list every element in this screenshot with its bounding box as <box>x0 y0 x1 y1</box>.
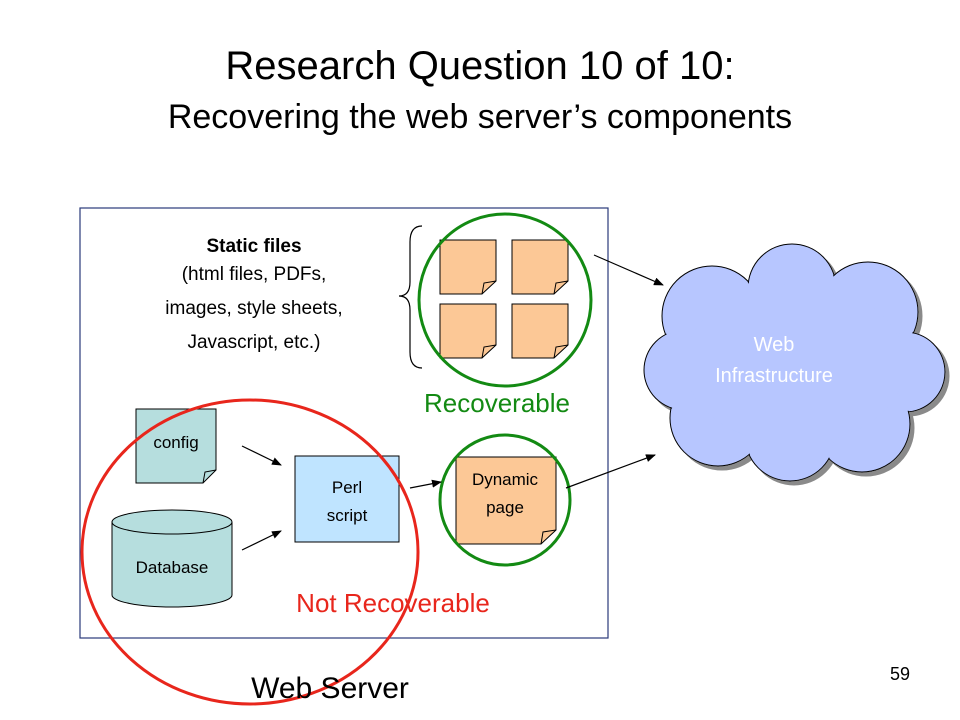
curly-brace <box>398 225 423 369</box>
slide-subtitle: Recovering the web server’s components <box>167 98 793 136</box>
web-infrastructure-cloud <box>643 243 946 482</box>
recoverable-circle-dynamic <box>438 433 572 567</box>
web-server-label: Web Server <box>251 672 409 705</box>
arrow-static-to-web <box>593 254 664 286</box>
static-files-heading: Static files <box>206 236 301 257</box>
not-recoverable-label: Not Recoverable <box>296 588 490 618</box>
web-infrastructure-line-2: Infrastructure <box>715 365 833 387</box>
static-files-line-3: Javascript, etc.) <box>187 332 320 353</box>
static-file-icon <box>511 303 569 359</box>
static-files-line-2: images, style sheets, <box>165 298 342 319</box>
config-label: config <box>153 433 198 452</box>
web-infrastructure-line-1: Web <box>754 334 795 356</box>
static-file-icon <box>511 239 569 295</box>
arrow-config-to-perl <box>241 445 282 466</box>
recoverable-circle-static <box>417 212 593 388</box>
arrow-database-to-perl <box>241 530 282 551</box>
arrow-perl-to-dynamic <box>409 479 442 489</box>
database-label: Database <box>136 558 209 577</box>
static-files-line-1: (html files, PDFs, <box>182 264 327 285</box>
page-number: 59 <box>890 664 910 684</box>
perl-script-line-1: Perl <box>332 478 362 497</box>
static-file-icon <box>439 239 497 295</box>
database-icon <box>111 509 233 608</box>
arrow-dynamic-to-web <box>565 454 656 489</box>
dynamic-page-line-1: Dynamic <box>472 470 539 489</box>
slide-title: Research Question 10 of 10: <box>225 44 735 88</box>
dynamic-page-line-2: page <box>486 498 524 517</box>
dynamic-page-icon <box>455 456 557 545</box>
static-file-icon <box>439 303 497 359</box>
recoverable-label: Recoverable <box>424 388 570 418</box>
not-recoverable-circle <box>80 398 420 706</box>
perl-script-line-2: script <box>327 506 368 525</box>
perl-script-box <box>294 455 400 543</box>
